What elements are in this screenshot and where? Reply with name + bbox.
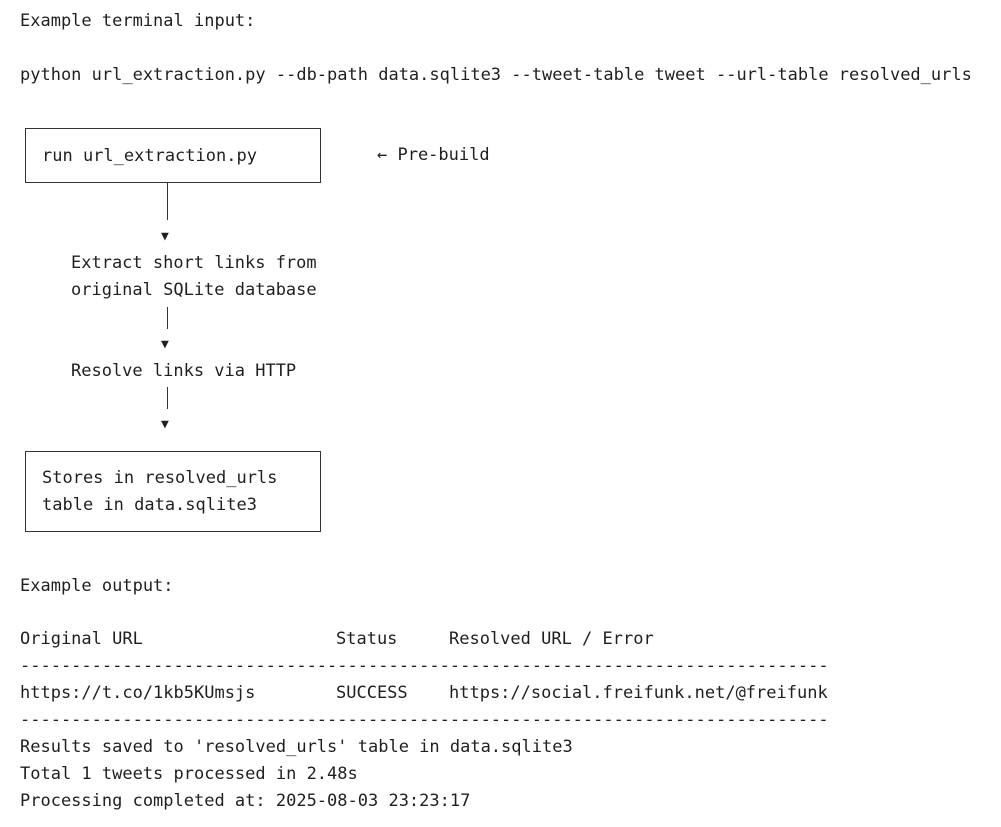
summary-saved: Results saved to 'resolved_urls' table i… [20,737,573,757]
down-arrow-icon: ▼ [161,417,169,432]
step-extract-line1: Extract short links from [71,253,317,273]
flow-connector-1 [167,183,168,220]
table-cell-resolved-url: https://social.freifunk.net/@freifunk [449,683,828,703]
end-box-line1: Stores in resolved_urls [42,468,278,488]
table-separator-top: ----------------------------------------… [20,656,829,676]
step-resolve: Resolve links via HTTP [71,361,297,381]
table-header-resolved-url: Resolved URL / Error [449,629,654,649]
table-header-status: Status [336,629,398,649]
down-arrow-icon: ▼ [161,229,169,244]
start-box: run url_extraction.py [25,128,321,183]
table-header-original-url: Original URL [20,629,143,649]
command-text: python url_extraction.py --db-path data.… [20,65,972,85]
summary-total: Total 1 tweets processed in 2.48s [20,764,358,784]
intro-label: Example terminal input: [20,11,256,31]
prebuild-note: ← Pre-build [377,145,490,165]
summary-completed: Processing completed at: 2025-08-03 23:2… [20,791,471,811]
down-arrow-icon: ▼ [161,337,169,352]
flow-connector-3 [167,387,168,409]
start-box-label: run url_extraction.py [42,146,257,166]
flow-connector-2 [167,307,168,329]
table-separator-bottom: ----------------------------------------… [20,710,829,730]
step-extract-line2: original SQLite database [71,280,317,300]
table-cell-status: SUCCESS [336,683,408,703]
table-cell-original-url: https://t.co/1kb5KUmsjs [20,683,256,703]
end-box: Stores in resolved_urls table in data.sq… [25,451,321,532]
end-box-line2: table in data.sqlite3 [42,495,257,515]
output-label: Example output: [20,576,174,596]
